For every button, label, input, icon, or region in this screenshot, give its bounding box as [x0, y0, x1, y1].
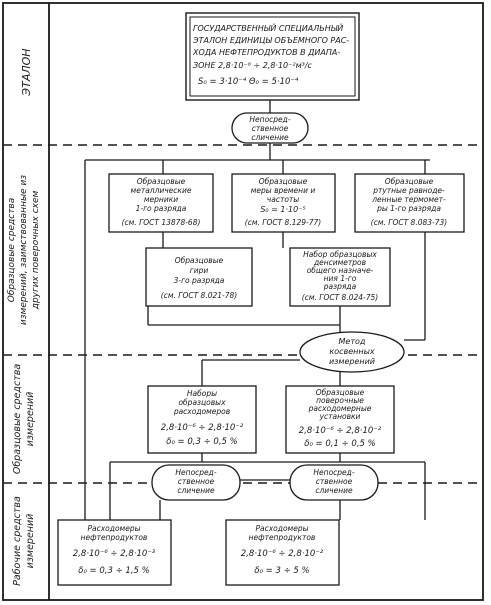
standard-box: ГОСУДАРСТВЕННЫЙ СПЕЦИАЛЬНЫЙ ЭТАЛОН ЕДИНИ…	[185, 12, 360, 101]
metal-measures-line-3: мерники	[144, 195, 178, 204]
indirect-method-node: Метод косвенных измерений	[299, 331, 405, 373]
standard-box-line-5: S₀ = 3·10⁻⁴ Θ₀ = 5·10⁻⁴	[198, 77, 299, 87]
direct-comparison-left-line-2: ственное	[178, 477, 215, 486]
weights-line-3: 3-го разряда	[174, 276, 225, 285]
side-label-working-line-2: измерений	[25, 514, 36, 569]
working-left-line-1: Расходомеры	[88, 524, 141, 533]
densimeters-line-1: Набор образцовых	[303, 250, 377, 259]
densimeters-line-6: (см. ГОСТ 8.024-75)	[302, 293, 378, 302]
direct-comparison-right-line-2: ственное	[316, 477, 353, 486]
calibration-units-line-4: установки	[319, 412, 361, 421]
weights-line-2: гири	[190, 266, 209, 275]
working-right-line-3: 2,8·10⁻⁶ ÷ 2,8·10⁻²	[241, 549, 324, 559]
flowmeter-sets-box: Наборы образцовых расходомеров 2,8·10⁻⁶ …	[147, 385, 257, 454]
time-measures-line-1: Образцовые	[259, 177, 308, 186]
direct-comparison-top-line-1: Непосред-	[249, 115, 290, 124]
densimeters-line-2: денсиметров	[313, 258, 366, 267]
working-flowmeters-left-box: Расходомеры нефтепродуктов 2,8·10⁻⁶ ÷ 2,…	[57, 519, 172, 586]
standard-box-line-2: ЭТАЛОН ЕДИНИЦЫ ОБЪЕМНОГО РАС-	[192, 36, 349, 45]
time-measures-line-4: S₀ = 1·10⁻⁵	[260, 205, 305, 214]
calibration-units-line-6: δ₀ = 0,1 ÷ 0,5 %	[304, 439, 375, 449]
calibration-units-box: Образцовые поверочные расходомерные уста…	[285, 385, 395, 454]
metal-measures-line-4: 1-го разряда	[136, 204, 187, 213]
thermometers-box: Образцовые ртутные равноде- ленные термо…	[354, 173, 465, 233]
direct-comparison-right-line-3: сличение	[315, 486, 353, 495]
time-measures-line-5: (см. ГОСТ 8.129-77)	[245, 218, 321, 227]
side-label-working-line-1: Рабочие средства	[12, 496, 23, 586]
side-label-exemplary-other-line-2: измерений, заимствованные из	[19, 175, 29, 325]
calibration-units-line-1: Образцовые	[316, 388, 365, 397]
direct-comparison-right-node: Непосред- ственное сличение	[289, 464, 379, 501]
indirect-method-line-3: измерений	[329, 357, 375, 366]
indirect-method-line-1: Метод	[339, 337, 366, 346]
thermometers-line-4: ры 1-го разряда	[376, 204, 441, 213]
connectors	[84, 100, 430, 520]
weights-line-1: Образцовые	[175, 256, 224, 265]
weights-line-4: (см. ГОСТ 8.021-78)	[161, 291, 237, 300]
working-flowmeters-right-box: Расходомеры нефтепродуктов 2,8·10⁻⁶ ÷ 2,…	[225, 519, 340, 586]
working-right-line-1: Расходомеры	[256, 524, 309, 533]
standard-box-line-3: ХОДА НЕФТЕПРОДУКТОВ В ДИАПА-	[192, 48, 340, 57]
standard-box-line-1: ГОСУДАРСТВЕННЫЙ СПЕЦИАЛЬНЫЙ	[193, 22, 343, 33]
direct-comparison-top-node: Непосред- ственное сличение	[231, 112, 309, 144]
flowmeter-sets-line-2: образцовых	[178, 398, 226, 407]
calibration-units-line-3: расходомерные	[308, 404, 372, 413]
standard-box-line-4: ЗОНЕ 2,8·10⁻⁶ ÷ 2,8·10⁻²м³/с	[193, 61, 313, 70]
side-label-exemplary-other-line-1: Образцовые средства	[7, 198, 17, 303]
direct-comparison-top-line-3: сличение	[251, 133, 289, 142]
metal-measures-line-1: Образцовые	[137, 177, 186, 186]
side-label-exemplary-other: Образцовые средства измерений, заимствов…	[7, 175, 41, 325]
thermometers-line-1: Образцовые	[385, 177, 434, 186]
time-measures-box: Образцовые меры времени и частоты S₀ = 1…	[231, 173, 336, 233]
side-label-standard: ЭТАЛОН	[20, 48, 33, 96]
direct-comparison-left-line-3: сличение	[177, 486, 215, 495]
metal-measures-line-5: (см. ГОСТ 13878-68)	[122, 218, 201, 227]
calibration-units-line-5: 2,8·10⁻⁶ ÷ 2,8·10⁻²	[299, 426, 382, 436]
metal-measures-line-2: металлические	[131, 186, 192, 195]
thermometers-line-5: (см. ГОСТ 8.083-73)	[371, 218, 447, 227]
flowmeter-sets-line-5: δ₀ = 0,3 ÷ 0,5 %	[166, 437, 237, 447]
thermometers-line-2: ртутные равноде-	[372, 186, 445, 195]
densimeters-box: Набор образцовых денсиметров общего назн…	[289, 247, 391, 307]
flowmeter-sets-line-1: Наборы	[187, 389, 217, 398]
working-right-line-2: нефтепродуктов	[249, 533, 316, 542]
weights-box: Образцовые гири 3-го разряда (см. ГОСТ 8…	[145, 247, 253, 307]
working-left-line-3: 2,8·10⁻⁶ ÷ 2,8·10⁻³	[73, 549, 156, 559]
densimeters-line-3: общего назначе-	[307, 266, 374, 275]
working-left-line-2: нефтепродуктов	[81, 533, 148, 542]
time-measures-line-2: меры времени и	[251, 186, 316, 195]
time-measures-line-3: частоты	[267, 195, 299, 204]
direct-comparison-right-line-1: Непосред-	[313, 468, 354, 477]
side-label-working: Рабочие средства измерений	[12, 496, 36, 586]
calibration-units-line-2: поверочные	[316, 396, 364, 405]
outer-frame	[2, 2, 484, 601]
thermometers-line-3: ленные термомет-	[371, 195, 446, 204]
densimeters-line-4: ния 1-го	[324, 274, 357, 283]
metal-measures-box: Образцовые металлические мерники 1-го ра…	[108, 173, 214, 233]
direct-comparison-left-line-1: Непосред-	[175, 468, 216, 477]
working-left-line-4: δ₀ = 0,3 ÷ 1,5 %	[78, 566, 149, 576]
direct-comparison-left-node: Непосред- ственное сличение	[151, 464, 241, 501]
side-label-exemplary-other-line-3: других поверочных схем	[31, 191, 41, 311]
working-right-line-4: δ₀ = 3 ÷ 5 %	[254, 566, 309, 576]
flowmeter-sets-line-4: 2,8·10⁻⁶ ÷ 2,8·10⁻²	[161, 423, 244, 433]
side-label-standard-text: ЭТАЛОН	[20, 48, 33, 96]
direct-comparison-top-line-2: ственное	[252, 124, 289, 133]
side-label-exemplary-line-2: измерений	[25, 392, 36, 447]
side-label-exemplary: Образцовые средства измерений	[12, 364, 36, 475]
side-label-exemplary-line-1: Образцовые средства	[12, 364, 23, 475]
densimeters-line-5: разряда	[323, 282, 357, 291]
flowmeter-sets-line-3: расходомеров	[173, 407, 230, 416]
indirect-method-line-2: косвенных	[329, 347, 375, 356]
